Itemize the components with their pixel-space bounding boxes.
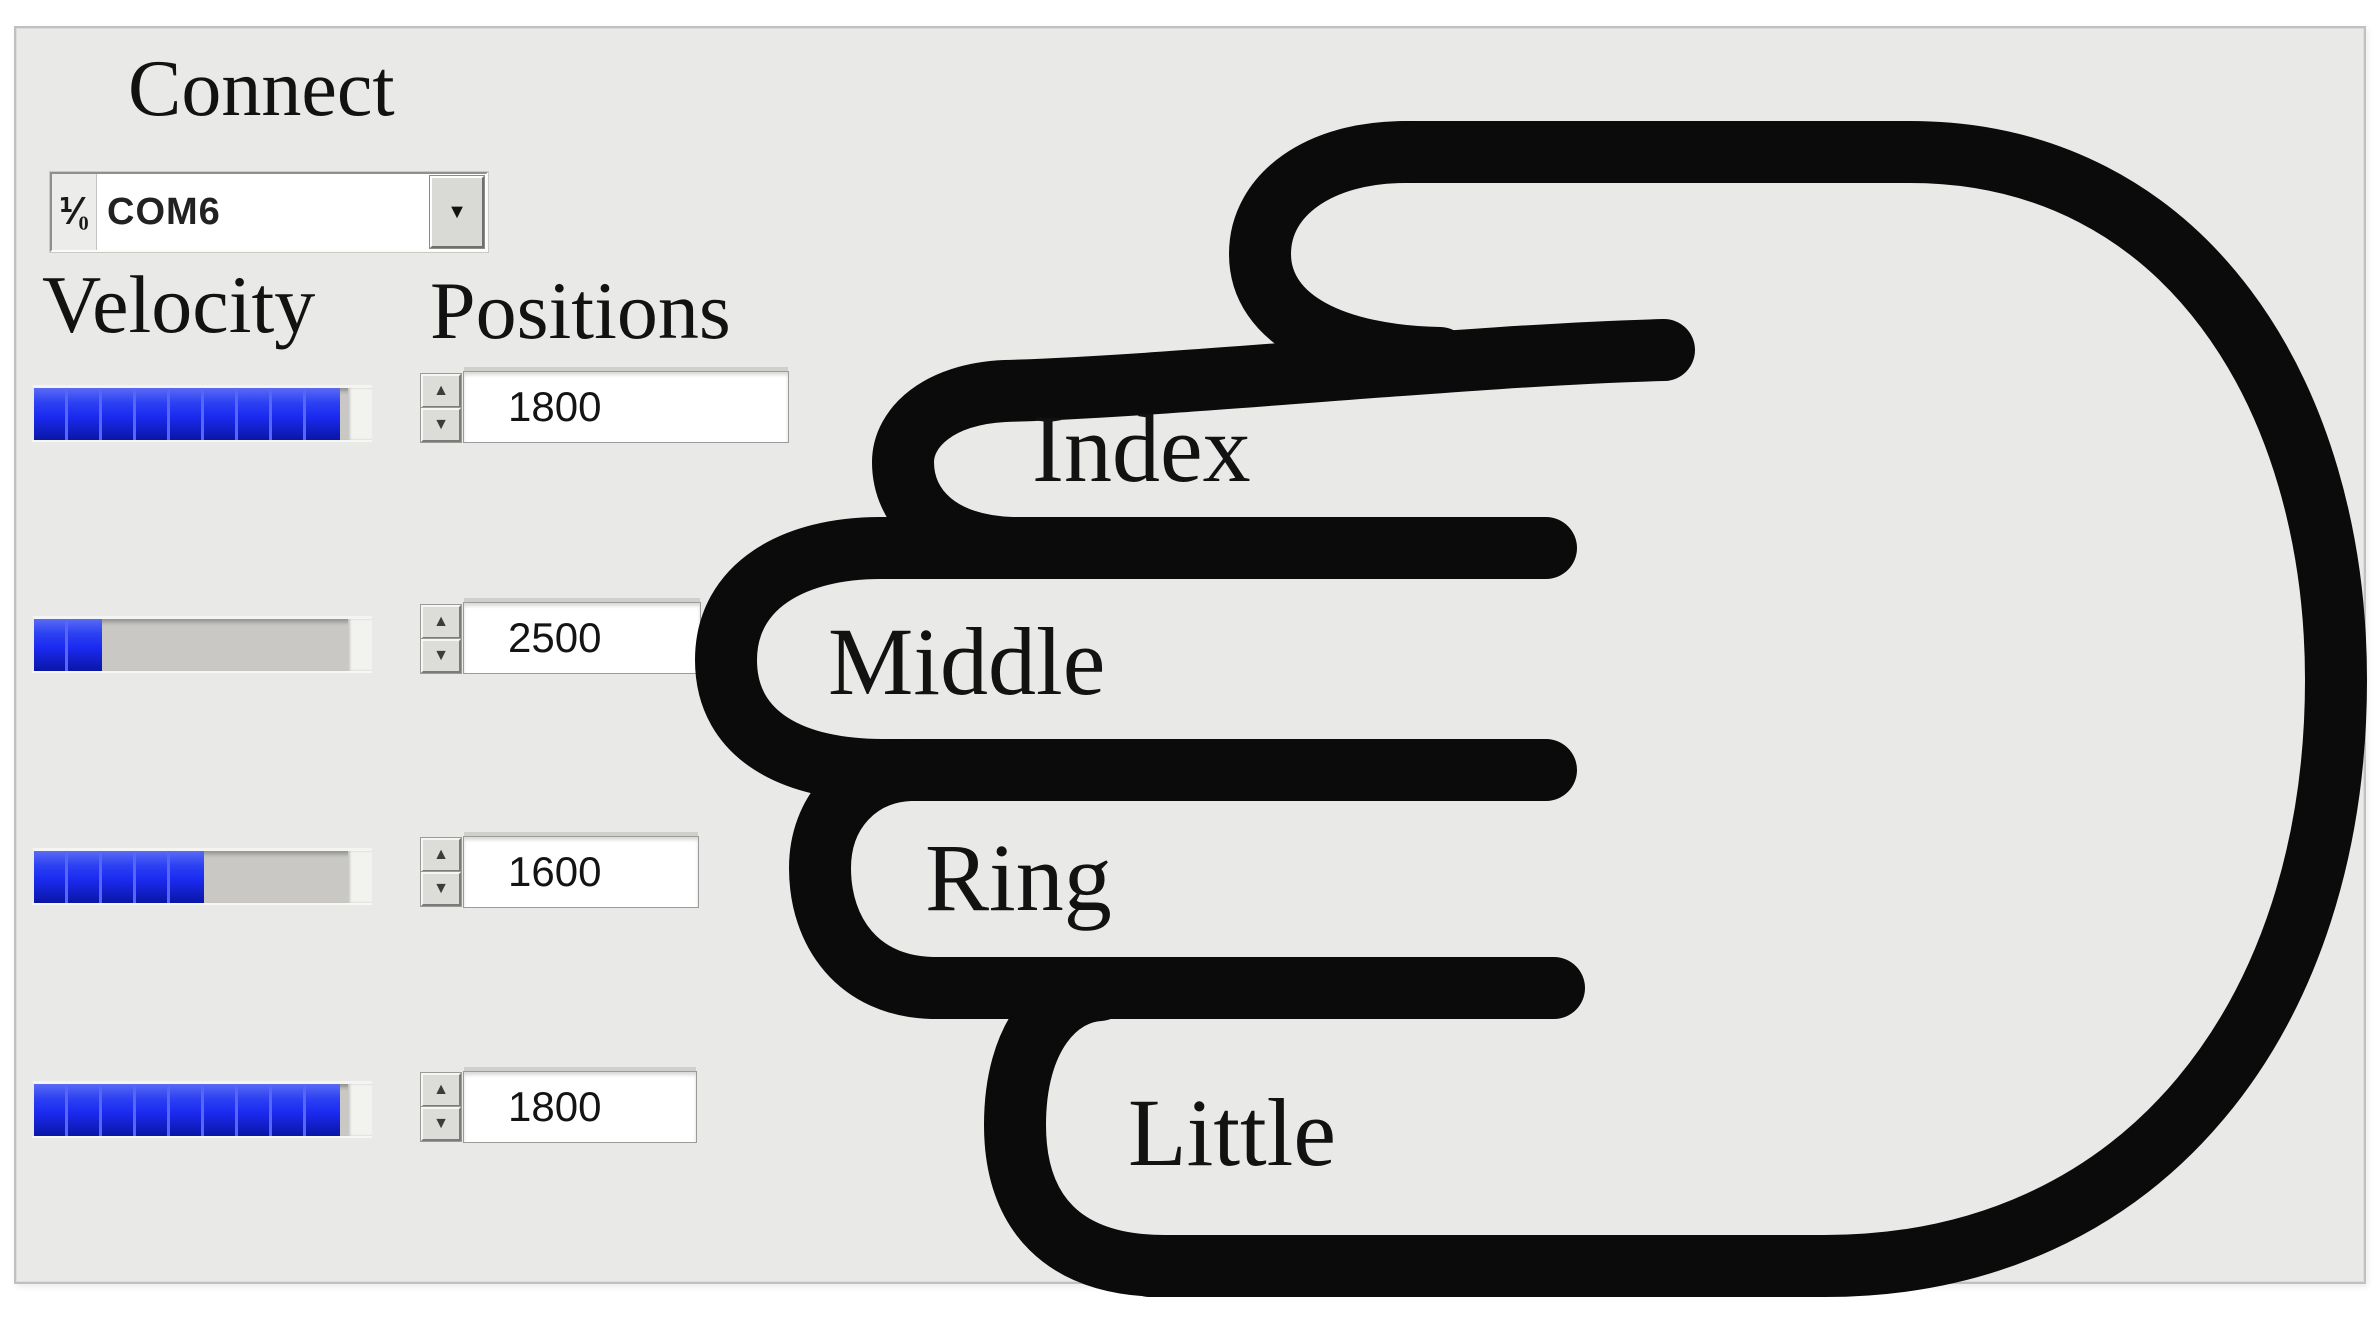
- velocity-segment: [102, 851, 136, 903]
- velocity-segment: [68, 388, 102, 440]
- velocity-fill: [34, 1084, 340, 1136]
- position-spinner: ▲▼: [421, 1073, 461, 1141]
- decrement-button[interactable]: ▼: [421, 872, 461, 906]
- middle-finger-outline: [695, 517, 1577, 801]
- velocity-fill: [34, 388, 340, 440]
- velocity-segment: [34, 851, 68, 903]
- positions-label: Positions: [430, 265, 731, 356]
- increment-button[interactable]: ▲: [421, 374, 461, 408]
- increment-button[interactable]: ▲: [421, 605, 461, 639]
- increment-button[interactable]: ▲: [421, 838, 461, 872]
- velocity-segment: [34, 1084, 68, 1136]
- position-value-field[interactable]: 1800: [463, 371, 789, 443]
- velocity-slider[interactable]: [32, 385, 372, 440]
- velocity-segment: [68, 619, 102, 671]
- ring-finger-label: Ring: [925, 824, 1112, 931]
- velocity-segment: [136, 1084, 170, 1136]
- velocity-segment: [238, 1084, 272, 1136]
- index-finger-outline: [872, 319, 1695, 579]
- ring-finger-outline: [789, 739, 1585, 1019]
- velocity-segment: [204, 1084, 238, 1136]
- velocity-slider[interactable]: [32, 616, 372, 671]
- velocity-fill: [34, 619, 102, 671]
- index-finger-label: Index: [1032, 395, 1251, 502]
- position-value-field[interactable]: 1800: [463, 1071, 697, 1143]
- velocity-segment: [170, 1084, 204, 1136]
- middle-finger-label: Middle: [828, 608, 1105, 715]
- velocity-segment: [272, 388, 306, 440]
- decrement-button[interactable]: ▼: [421, 408, 461, 442]
- io-icon: ⅟₀: [52, 174, 97, 250]
- chevron-down-icon: ▼: [447, 200, 467, 223]
- palm-outline: [1119, 121, 2367, 1297]
- decrement-button[interactable]: ▼: [421, 1107, 461, 1141]
- connect-label: Connect: [128, 45, 395, 133]
- velocity-segment: [306, 1084, 340, 1136]
- velocity-segment: [136, 851, 170, 903]
- position-spinner: ▲▼: [421, 374, 461, 442]
- velocity-slider[interactable]: [32, 1081, 372, 1136]
- velocity-segment: [238, 388, 272, 440]
- velocity-slider[interactable]: [32, 848, 372, 903]
- velocity-segment: [68, 851, 102, 903]
- velocity-segment: [204, 388, 238, 440]
- dropdown-button[interactable]: ▼: [430, 176, 484, 248]
- velocity-segment: [170, 388, 204, 440]
- velocity-segment: [136, 388, 170, 440]
- position-value-field[interactable]: 2500: [463, 602, 701, 674]
- little-finger-label: Little: [1128, 1079, 1336, 1186]
- velocity-segment: [68, 1084, 102, 1136]
- velocity-fill: [34, 851, 204, 903]
- position-spinner: ▲▼: [421, 838, 461, 906]
- velocity-segment: [34, 619, 68, 671]
- position-spinner: ▲▼: [421, 605, 461, 673]
- velocity-segment: [306, 388, 340, 440]
- velocity-segment: [102, 1084, 136, 1136]
- velocity-segment: [102, 388, 136, 440]
- decrement-button[interactable]: ▼: [421, 639, 461, 673]
- velocity-segment: [170, 851, 204, 903]
- velocity-segment: [34, 388, 68, 440]
- com-port-value[interactable]: COM6: [107, 190, 221, 233]
- position-value-field[interactable]: 1600: [463, 836, 699, 908]
- velocity-label: Velocity: [42, 259, 316, 350]
- velocity-segment: [272, 1084, 306, 1136]
- little-finger-outline: [984, 959, 1196, 1297]
- com-port-selector[interactable]: ⅟₀ COM6 ▼: [50, 172, 488, 252]
- increment-button[interactable]: ▲: [421, 1073, 461, 1107]
